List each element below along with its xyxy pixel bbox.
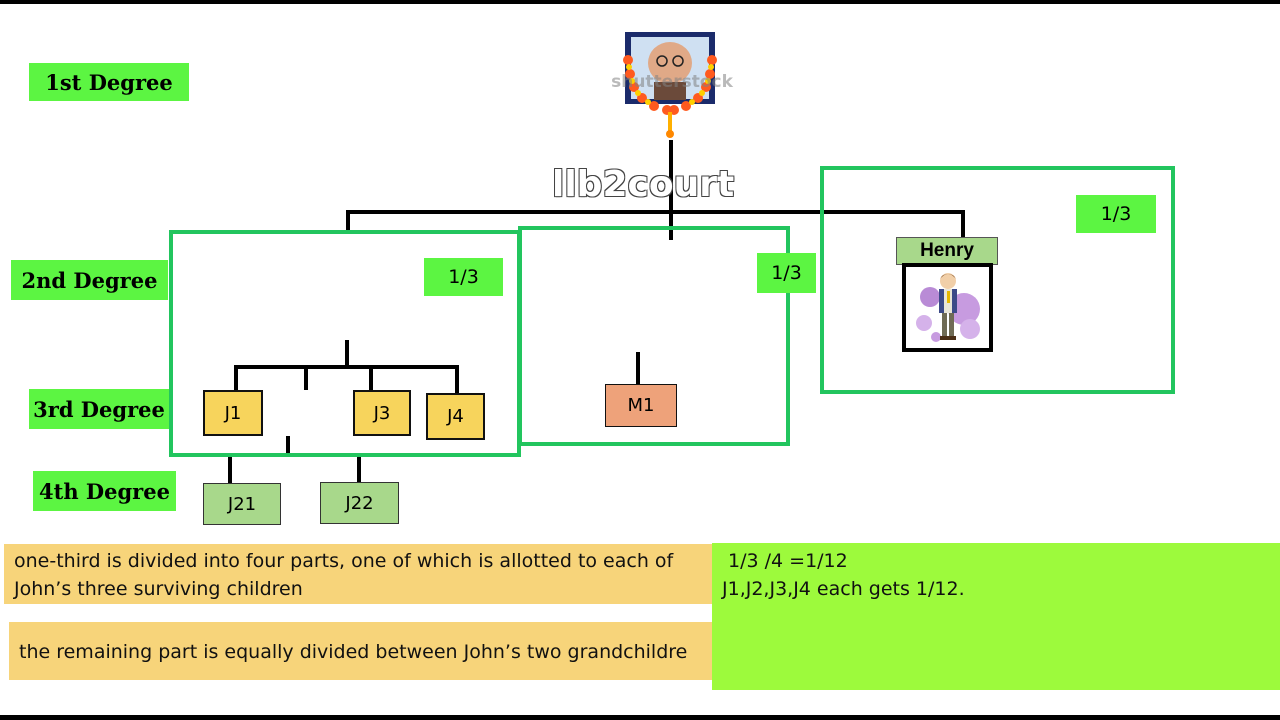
m1-drop-line bbox=[636, 352, 640, 384]
henry-portrait-image bbox=[916, 273, 980, 342]
middle-branch-box bbox=[518, 226, 790, 446]
note-division-explanation: one-third is divided into four parts, on… bbox=[4, 544, 712, 604]
ancestor-photo-watermark: shutterstock bbox=[611, 72, 733, 92]
node-j22: J22 bbox=[320, 482, 399, 524]
ancestor-portrait bbox=[622, 30, 718, 140]
j4-drop-line bbox=[455, 365, 459, 394]
site-watermark: llb2court bbox=[552, 164, 735, 205]
degree-label-third: 3rd Degree bbox=[29, 389, 169, 429]
henry-name-label: Henry bbox=[896, 237, 998, 265]
degree-label-second: 2nd Degree bbox=[11, 260, 168, 300]
john-branch-drop bbox=[346, 210, 350, 230]
degree-label-first: 1st Degree bbox=[29, 63, 189, 101]
note-line-1: one-third is divided into four parts, on… bbox=[14, 550, 674, 572]
bottom-border bbox=[0, 715, 1280, 720]
node-j1: J1 bbox=[203, 390, 263, 436]
degree-label-fourth: 4th Degree bbox=[33, 471, 176, 511]
calc-line-2: J1,J2,J3,J4 each gets 1/12. bbox=[722, 578, 965, 600]
j2-drop-line bbox=[304, 365, 308, 390]
j22-drop-line bbox=[357, 457, 361, 482]
ancestor-portrait-image bbox=[623, 32, 717, 138]
middle-share-fraction: 1/3 bbox=[757, 253, 816, 293]
calc-line-1: 1/3 /4 =1/12 bbox=[728, 550, 848, 572]
node-j4: J4 bbox=[426, 393, 485, 440]
top-border bbox=[0, 0, 1280, 4]
j2-children-stem bbox=[286, 436, 290, 453]
john-share-fraction: 1/3 bbox=[424, 258, 503, 296]
henry-portrait bbox=[902, 263, 993, 352]
note-line-3: the remaining part is equally divided be… bbox=[19, 641, 688, 663]
note-line-2: John’s three surviving children bbox=[14, 578, 303, 600]
john-stem-line bbox=[345, 340, 349, 367]
third-degree-connector bbox=[234, 365, 458, 369]
j21-drop-line bbox=[228, 457, 232, 484]
j3-drop-line bbox=[369, 365, 373, 392]
henry-share-fraction: 1/3 bbox=[1076, 195, 1156, 233]
calculation-panel: 1/3 /4 =1/12 J1,J2,J3,J4 each gets 1/12. bbox=[712, 543, 1280, 690]
ancestor-stem-line bbox=[669, 140, 673, 240]
henry-branch-box bbox=[820, 166, 1175, 394]
node-j3: J3 bbox=[353, 390, 411, 436]
note-grandchildren: the remaining part is equally divided be… bbox=[9, 622, 712, 680]
node-m1: M1 bbox=[605, 384, 677, 427]
node-j21: J21 bbox=[203, 483, 281, 525]
henry-branch-drop bbox=[961, 210, 965, 238]
second-degree-connector bbox=[346, 210, 964, 214]
j1-drop-line bbox=[234, 365, 238, 392]
